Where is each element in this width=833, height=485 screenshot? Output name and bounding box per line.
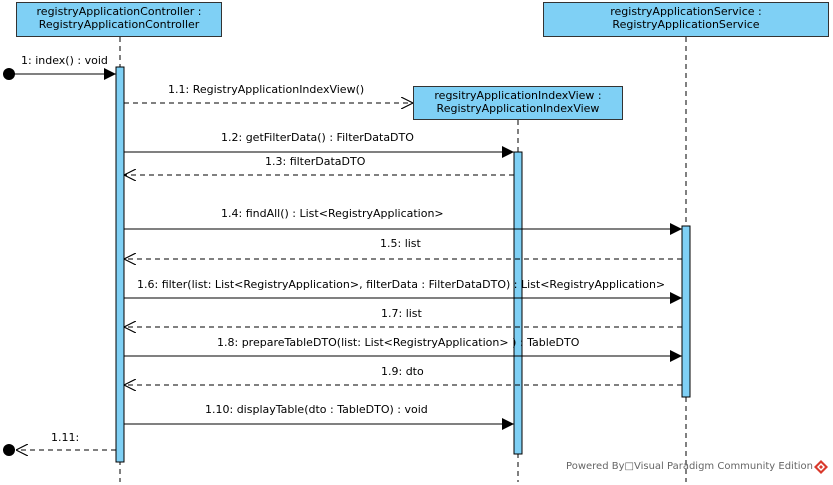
service-lifeline-name: registryApplicationService : — [610, 5, 762, 18]
lost-message-end — [3, 444, 15, 456]
message-1-3-label: 1.3: filterDataDTO — [265, 155, 366, 168]
view-activation — [513, 151, 523, 455]
view-lifeline-header: regsitryApplicationIndexView : RegistryA… — [413, 86, 623, 120]
message-1-8-label: 1.8: prepareTableDTO(list: List<Registry… — [217, 336, 580, 349]
powered-by-footer: Powered By□Visual Paradigm Community Edi… — [566, 461, 813, 472]
message-1-11-label: 1.11: — [51, 431, 79, 444]
visual-paradigm-logo-icon — [814, 460, 828, 474]
message-1-4-label: 1.4: findAll() : List<RegistryApplicatio… — [221, 207, 444, 220]
message-1-9-label: 1.9: dto — [381, 365, 424, 378]
message-1-5-label: 1.5: list — [380, 237, 422, 250]
controller-activation — [115, 66, 125, 463]
controller-lifeline-header: registryApplicationController : Registry… — [16, 2, 222, 37]
service-lifeline-type: RegistryApplicationService — [612, 18, 760, 31]
message-1-7-label: 1.7: list — [381, 307, 423, 320]
message-1-2-label: 1.2: getFilterData() : FilterDataDTO — [221, 131, 414, 144]
controller-lifeline-type: RegistryApplicationController — [38, 18, 200, 31]
view-lifeline-type: RegistryApplicationIndexView — [436, 102, 600, 115]
message-1-6-label: 1.6: filter(list: List<RegistryApplicati… — [137, 278, 665, 291]
controller-lifeline-name: registryApplicationController : — [36, 5, 202, 18]
service-activation — [681, 225, 691, 398]
service-lifeline-header: registryApplicationService : RegistryApp… — [543, 2, 829, 37]
message-1-1-label: 1.1: RegistryApplicationIndexView() — [168, 83, 364, 96]
message-1-10-label: 1.10: displayTable(dto : TableDTO) : voi… — [205, 403, 428, 416]
message-1-label: 1: index() : void — [21, 54, 108, 67]
view-lifeline-name: regsitryApplicationIndexView : — [434, 89, 602, 102]
